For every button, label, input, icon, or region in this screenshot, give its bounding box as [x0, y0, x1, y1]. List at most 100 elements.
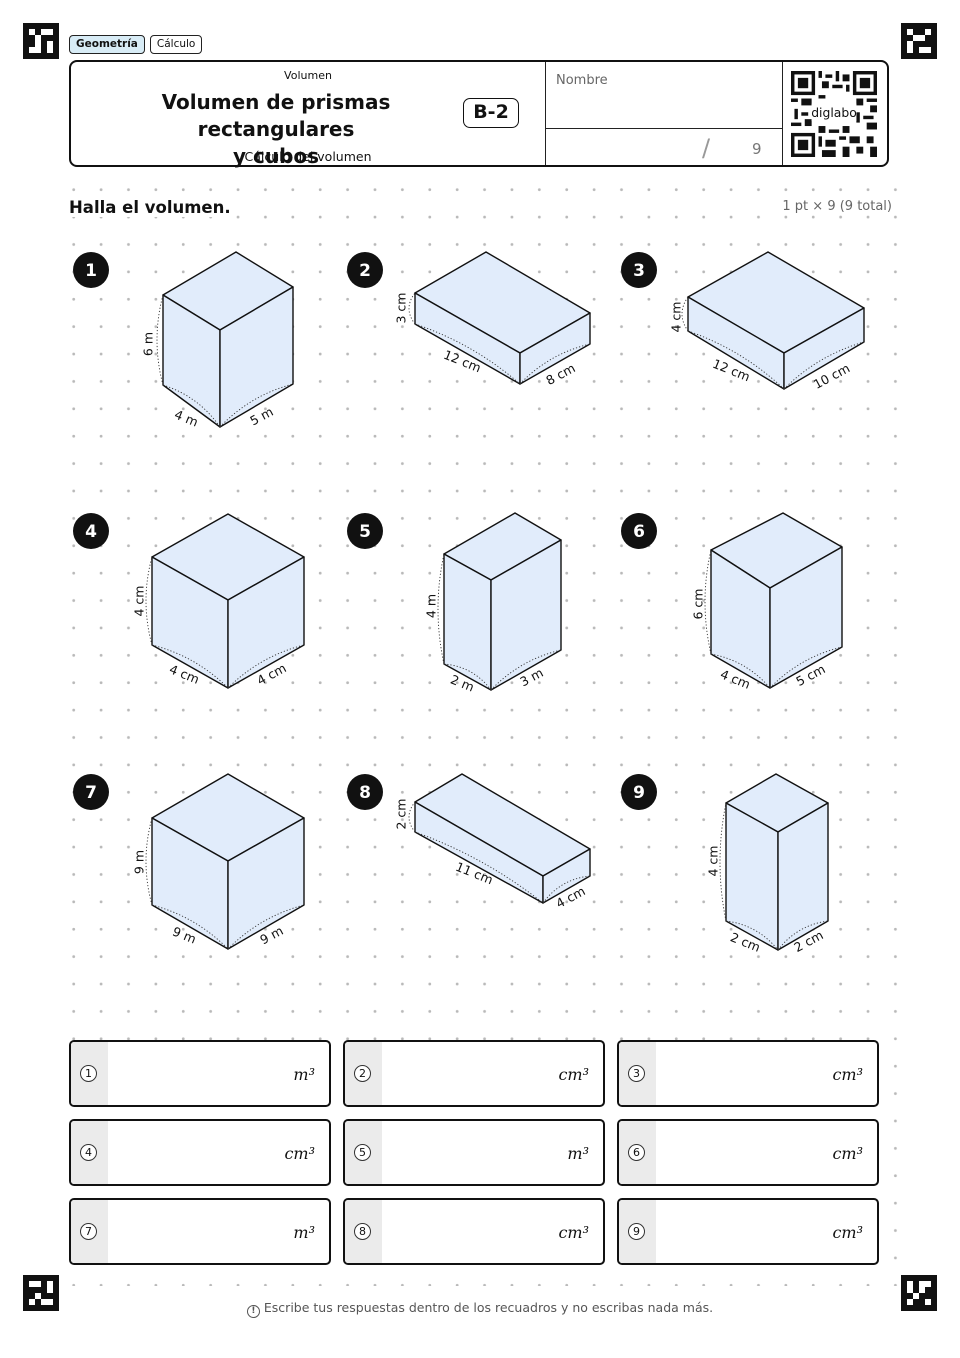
problem-number-badge: [73, 513, 109, 549]
corner-marker-top-right: [901, 23, 937, 59]
answer-unit: cm³: [832, 1223, 863, 1242]
title-line-2: y cubos: [232, 144, 320, 168]
problem-number-badge: [73, 774, 109, 810]
box-right-face: [227, 817, 305, 950]
title-line-1: Volumen de prismas rectangulares: [161, 90, 391, 141]
answer-number: 6: [628, 1144, 645, 1161]
info-icon: !: [246, 1305, 260, 1318]
problem-number-badge: [621, 252, 657, 288]
problem-number: 2: [359, 261, 371, 281]
height-dimension-arc: [437, 553, 445, 665]
box-right-face: [519, 312, 591, 385]
answer-box-6[interactable]: 6 cm³: [617, 1119, 879, 1186]
corner-marker-top-left: [23, 23, 59, 59]
tag-list: Geometría Cálculo: [69, 35, 203, 54]
depth-dimension-arc: [162, 384, 221, 428]
height-label: 4 cm: [706, 846, 721, 877]
answer-number: 3: [628, 1065, 645, 1082]
box-right-face: [542, 848, 591, 904]
answer-number: 7: [80, 1223, 97, 1240]
height-dimension-arc: [719, 802, 727, 922]
problem-number: 5: [359, 522, 371, 542]
depth-dimension-arc: [414, 323, 521, 385]
height-label: 4 cm: [669, 302, 684, 333]
qr-code-icon: diglabo: [791, 71, 877, 157]
answer-unit: m³: [567, 1144, 589, 1163]
answer-number: 9: [628, 1223, 645, 1240]
answer-box-8[interactable]: 8 cm³: [343, 1198, 605, 1265]
problem-number: 7: [85, 783, 97, 803]
name-label: Nombre: [556, 73, 608, 88]
width-dimension-arc: [777, 920, 829, 951]
answer-number: 4: [80, 1144, 97, 1161]
height-label: 2 cm: [394, 799, 409, 830]
problem-number: 4: [85, 522, 97, 542]
depth-dimension-arc: [414, 831, 544, 904]
instruction-text: Halla el volumen.: [69, 198, 235, 217]
width-dimension-arc: [783, 341, 865, 390]
qr-brand: diglabo: [811, 106, 857, 120]
tag-calculo: Cálculo: [149, 35, 203, 54]
score-total: 9: [752, 140, 762, 158]
answer-unit: cm³: [558, 1065, 589, 1084]
problem-number: 8: [359, 783, 371, 803]
answer-box-1[interactable]: 1 m³: [69, 1040, 331, 1107]
box-right-face: [227, 556, 305, 689]
problem-number-badge: [347, 774, 383, 810]
name-score-block: Nombre / 9: [545, 62, 783, 165]
height-dimension-arc: [145, 556, 153, 646]
answer-box-7[interactable]: 7 m³: [69, 1198, 331, 1265]
answer-unit: cm³: [832, 1065, 863, 1084]
worksheet-title: Volumen de prismas rectangulares y cubos: [91, 89, 461, 170]
height-dimension-arc: [408, 801, 416, 833]
height-label: 4 m: [424, 594, 439, 618]
answer-number: 5: [354, 1144, 371, 1161]
answer-unit: cm³: [558, 1223, 589, 1242]
answer-number: 1: [80, 1065, 97, 1082]
answer-box-3[interactable]: 3 cm³: [617, 1040, 879, 1107]
answer-box-5[interactable]: 5 m³: [343, 1119, 605, 1186]
answer-number: 8: [354, 1223, 371, 1240]
height-dimension-arc: [704, 549, 712, 655]
problem-number: 9: [633, 783, 645, 803]
name-divider: [546, 128, 782, 129]
width-dimension-arc: [219, 383, 294, 428]
height-label: 6 cm: [691, 589, 706, 620]
title-block: Volumen Volumen de prismas rectangulares…: [71, 62, 545, 168]
answer-unit: cm³: [832, 1144, 863, 1163]
answer-unit: cm³: [284, 1144, 315, 1163]
problem-number-badge: [347, 513, 383, 549]
height-label: 6 m: [141, 332, 156, 356]
points-info: 1 pt × 9 (9 total): [779, 199, 892, 214]
answer-unit: m³: [293, 1223, 315, 1242]
answer-box-9[interactable]: 9 cm³: [617, 1198, 879, 1265]
score-slash: /: [702, 134, 711, 162]
box-right-face: [490, 539, 562, 691]
problem-number-badge: [621, 513, 657, 549]
height-dimension-arc: [408, 292, 416, 325]
problem-number: 6: [633, 522, 645, 542]
tag-geometria: Geometría: [69, 35, 145, 54]
corner-marker-bottom-left: [23, 1275, 59, 1311]
problem-number: 1: [85, 261, 97, 281]
answer-unit: m³: [293, 1065, 315, 1084]
level-badge: B-2: [463, 98, 519, 128]
depth-dimension-arc: [710, 653, 771, 689]
height-label: 3 cm: [394, 293, 409, 324]
worksheet-header: Volumen Volumen de prismas rectangulares…: [69, 60, 889, 168]
height-dimension-arc: [156, 294, 164, 386]
problem-number-badge: [621, 774, 657, 810]
footer-note: !Escribe tus respuestas dentro de los re…: [0, 1300, 960, 1318]
height-dimension-arc: [145, 817, 153, 906]
footer-text: Escribe tus respuestas dentro de los rec…: [263, 1300, 714, 1315]
answer-box-4[interactable]: 4 cm³: [69, 1119, 331, 1186]
